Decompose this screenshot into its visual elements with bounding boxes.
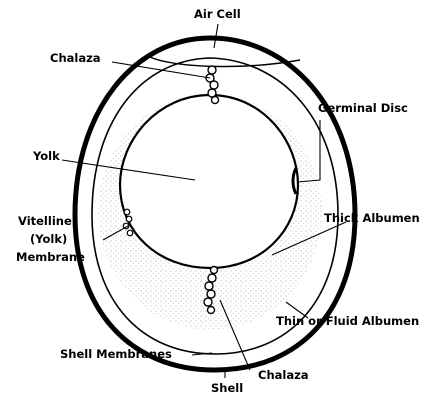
- label-thin-albumen: Thin or Fluid Albumen: [276, 314, 419, 328]
- label-germinal-disc: Germinal Disc: [318, 101, 408, 115]
- label-yolk: Yolk: [32, 149, 60, 163]
- label-shell-membranes: Shell Membranes: [60, 347, 172, 361]
- label-chalaza-bottom: Chalaza: [258, 368, 309, 382]
- label-shell: Shell: [211, 381, 243, 395]
- label-vitelline-line1: Vitelline: [18, 214, 72, 228]
- label-air-cell: Air Cell: [194, 7, 241, 21]
- yolk-shape: [120, 95, 298, 268]
- label-chalaza-top: Chalaza: [50, 51, 101, 65]
- label-vitelline-line2: (Yolk): [30, 232, 67, 246]
- label-thick-albumen: Thick Albumen: [324, 211, 420, 225]
- label-vitelline-line3: Membrane: [16, 250, 85, 264]
